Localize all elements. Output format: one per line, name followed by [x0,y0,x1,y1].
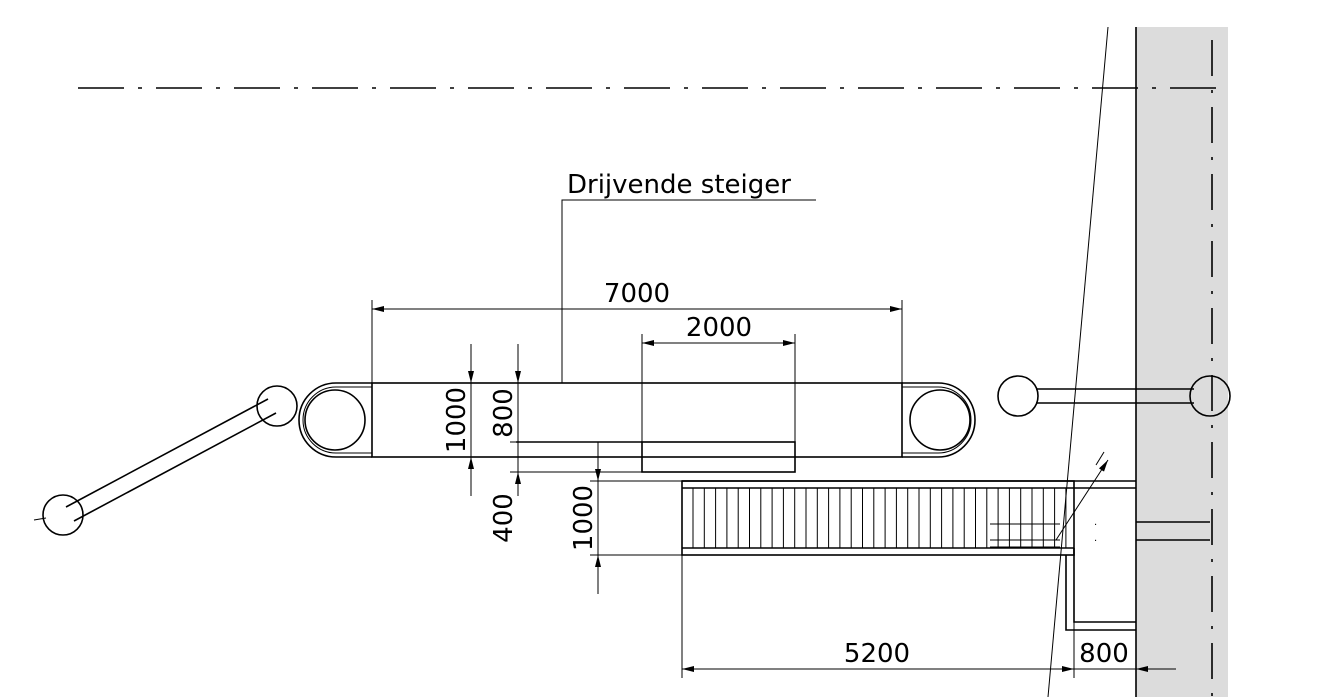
dimension-5200: 5200 [681,555,1075,678]
dim-walkway-width: 1000 [569,485,599,551]
quay-wall [1135,27,1228,697]
dimension-1000-walkway: 1000 [569,442,682,594]
dim-walkway-length: 5200 [844,639,910,669]
left-mooring-arm [33,385,298,536]
dim-segment-length: 2000 [686,313,752,343]
dim-total-length: 7000 [604,279,670,309]
floating-jetty [298,382,976,473]
dimension-800-landing: 800 [1074,630,1176,678]
dim-landing-width: 800 [1079,639,1129,669]
slope-line [1047,26,1109,697]
svg-text:·: · [1094,520,1097,531]
dim-width-outer: 1000 [442,387,472,453]
gangway: · · [681,451,1210,631]
right-mooring-arm [997,375,1231,417]
floating-jetty-label: Drijvende steiger [567,170,791,200]
jetty-label: Drijvende steiger [561,170,816,383]
dim-gap: 400 [489,493,519,543]
dim-width-inner: 800 [489,388,519,438]
svg-text:·: · [1094,536,1097,547]
dimension-7000: 7000 [371,279,903,383]
dimension-2000: 2000 [641,313,796,383]
dimension-1000-left: 1000 [442,344,522,496]
dimension-800: 800 [489,344,530,443]
